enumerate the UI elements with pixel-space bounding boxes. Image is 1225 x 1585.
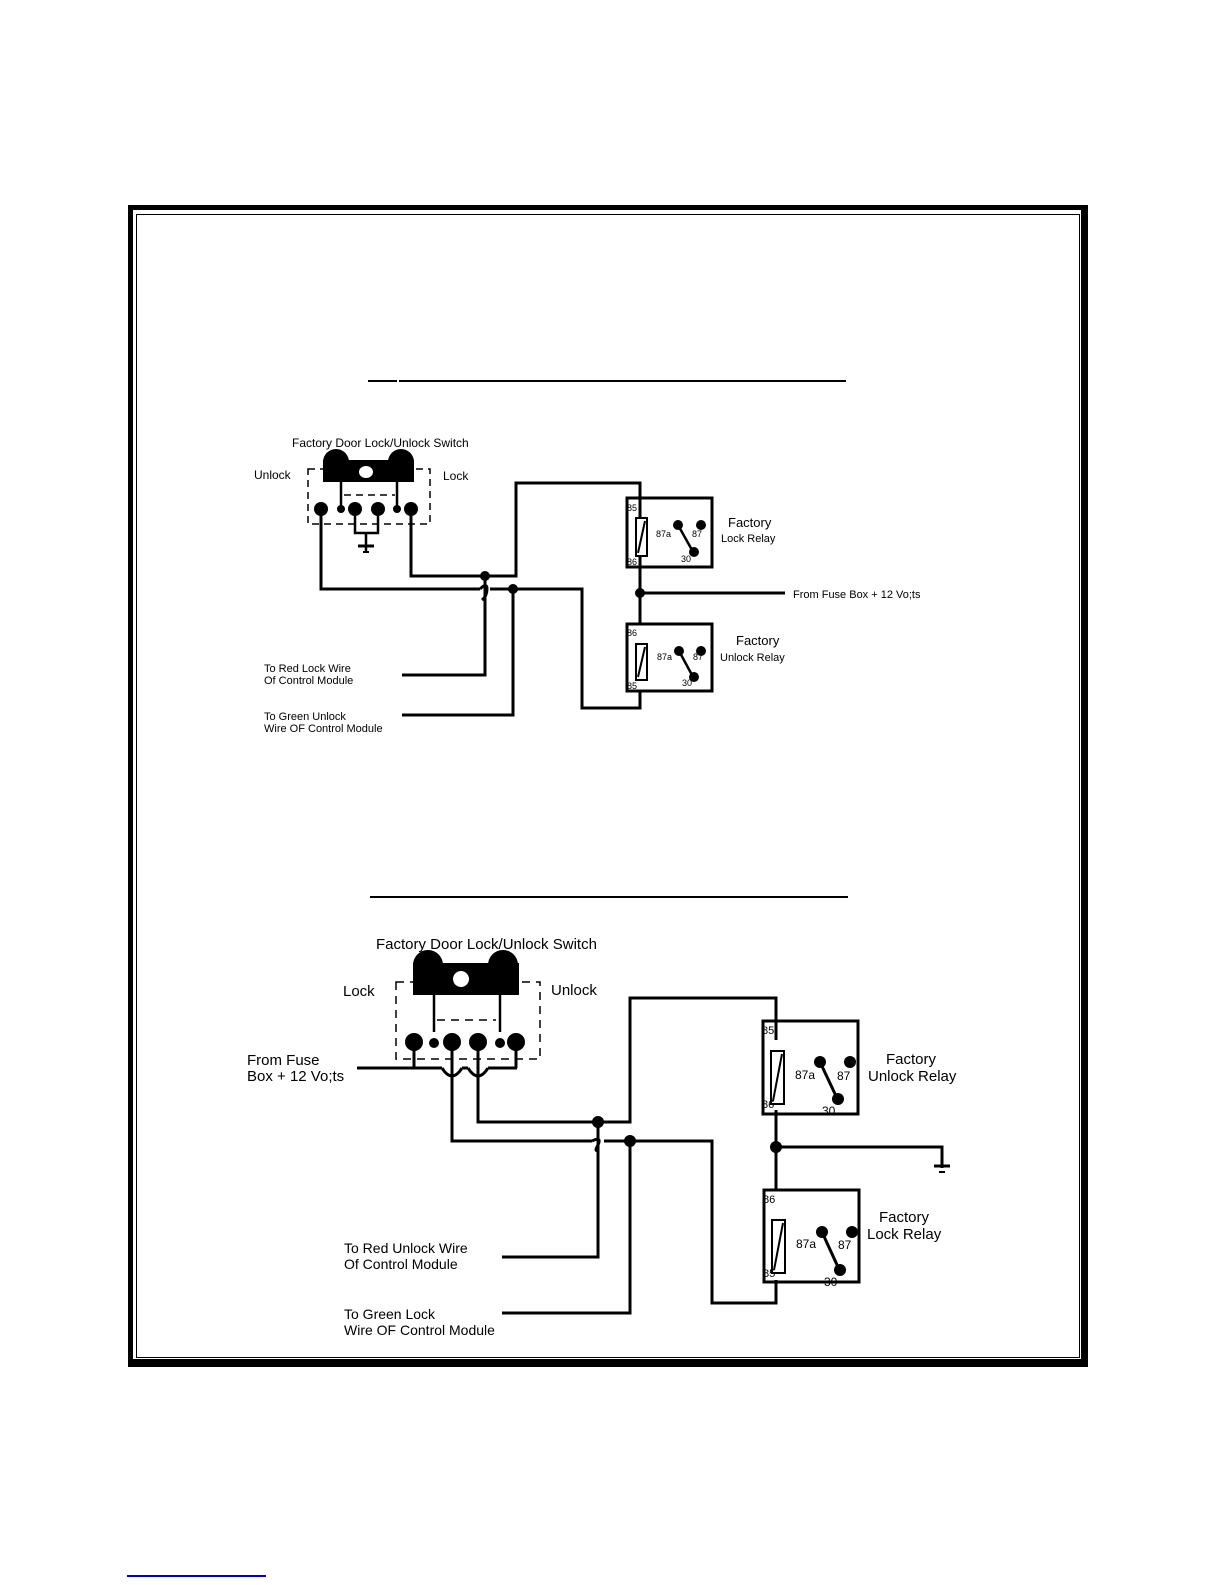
- relay-lock-1: 85 86 87a 87 30 Factory Lock Relay: [625, 496, 776, 569]
- relay-title: Factory: [736, 633, 780, 648]
- page-frame-inner: [136, 214, 1080, 1358]
- door-lock-switch-1: Factory Door Lock/Unlock Switch Unlock L…: [254, 436, 469, 553]
- relay-lock-2: 86 85 87a 87 30 Factory Lock Relay: [762, 1188, 942, 1289]
- relay-title: Factory: [886, 1051, 937, 1068]
- red-wire-label-1a: To Red Lock Wire: [264, 663, 351, 675]
- red-wire-label-2b: Of Control Module: [344, 1256, 458, 1272]
- switch-left-label-1: Unlock: [254, 468, 292, 482]
- switch-right-label-1: Lock: [443, 469, 469, 483]
- pin-87a: 87a: [657, 652, 672, 662]
- green-wire-label-1a: To Green Unlock: [264, 711, 346, 723]
- relay-subtitle: Lock Relay: [867, 1226, 942, 1243]
- relay-subtitle: Unlock Relay: [868, 1068, 957, 1085]
- pin-30: 30: [682, 678, 692, 688]
- pin-86: 86: [627, 557, 637, 567]
- pin-30: 30: [822, 1104, 836, 1118]
- pin-86: 86: [763, 1194, 775, 1206]
- switch-right-label-2: Unlock: [551, 982, 597, 999]
- pin-87a: 87a: [796, 1237, 816, 1251]
- pin-87: 87: [693, 652, 703, 662]
- pin-86: 86: [627, 628, 637, 638]
- wires-1: [319, 481, 785, 717]
- relay-subtitle: Unlock Relay: [720, 652, 785, 664]
- green-wire-label-1b: Wire OF Control Module: [264, 723, 383, 735]
- pin-85: 85: [763, 1268, 775, 1280]
- green-wire-label-2a: To Green Lock: [344, 1306, 436, 1322]
- supply-label-2b: Box + 12 Vo;ts: [247, 1068, 344, 1085]
- relay-unlock-1: 86 85 87a 87 30 Factory Unlock Relay: [625, 622, 785, 693]
- pin-87a: 87a: [656, 529, 671, 539]
- pin-85: 85: [762, 1025, 774, 1037]
- relay-title: Factory: [728, 515, 772, 530]
- rocker-pivot-1: [359, 466, 373, 478]
- red-wire-label-2a: To Red Unlock Wire: [344, 1240, 468, 1256]
- pin-87: 87: [838, 1238, 852, 1252]
- relay-subtitle: Lock Relay: [721, 533, 776, 545]
- red-wire-label-1b: Of Control Module: [264, 675, 353, 687]
- wires-2: [357, 996, 944, 1315]
- relay-unlock-2: 85 86 87a 87 30 Factory Unlock Relay: [761, 1019, 957, 1118]
- supply-label-1: From Fuse Box + 12 Vo;ts: [793, 589, 921, 601]
- switch-left-label-2: Lock: [343, 983, 375, 1000]
- pin-87a: 87a: [795, 1068, 815, 1082]
- pin-30: 30: [824, 1275, 838, 1289]
- pin-86: 86: [762, 1099, 774, 1111]
- pin-30: 30: [681, 554, 691, 564]
- pin-85: 85: [627, 503, 637, 513]
- pin-87: 87: [692, 529, 702, 539]
- green-wire-label-2b: Wire OF Control Module: [344, 1322, 495, 1338]
- diagram-2: Factory Door Lock/Unlock Switch Lock Unl…: [247, 896, 957, 1338]
- relay-title: Factory: [879, 1209, 930, 1226]
- pin-87: 87: [837, 1069, 851, 1083]
- footer-link[interactable]: [127, 1575, 266, 1578]
- switch-label-2: Factory Door Lock/Unlock Switch: [376, 936, 597, 953]
- page-frame-outer: [128, 205, 1088, 1367]
- diagram-1: Factory Door Lock/Unlock Switch Unlock L…: [254, 380, 921, 735]
- door-lock-switch-2: Factory Door Lock/Unlock Switch Lock Unl…: [343, 936, 597, 1060]
- pin-85: 85: [627, 681, 637, 691]
- supply-label-2a: From Fuse: [247, 1052, 320, 1069]
- switch-label-1: Factory Door Lock/Unlock Switch: [292, 436, 469, 450]
